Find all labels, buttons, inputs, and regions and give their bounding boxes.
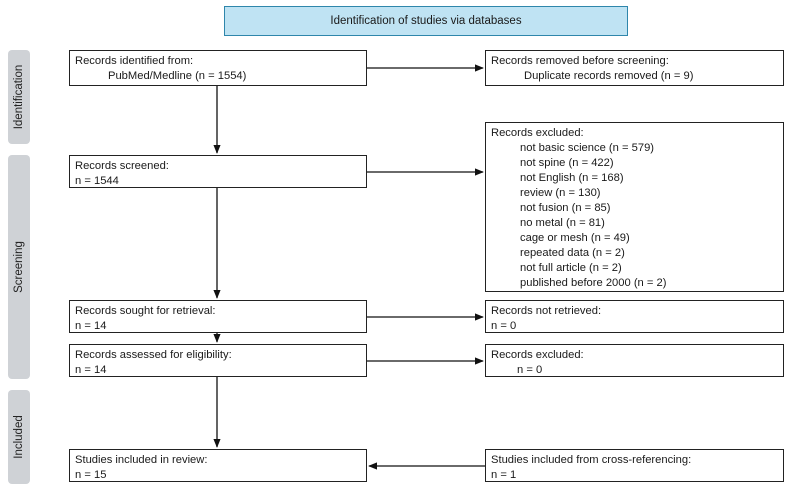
records-removed-duplicates: Duplicate records removed (n = 9) [524, 70, 694, 82]
records-screened-count: n = 1544 [75, 175, 119, 187]
records-not-retrieved-title: Records not retrieved: [491, 305, 602, 317]
phase-screening: Screening [8, 155, 30, 379]
exclusion-reason: review (n = 130) [520, 187, 601, 199]
records-excluded-eligibility-count: n = 0 [517, 364, 543, 376]
records-identified-title: Records identified from: [75, 55, 194, 67]
records-removed-title: Records removed before screening: [491, 55, 669, 67]
records-sought-title: Records sought for retrieval: [75, 305, 216, 317]
exclusion-reason: not fusion (n = 85) [520, 202, 611, 214]
records-excluded-eligibility-box: Records excluded: n = 0 [485, 344, 784, 377]
exclusion-reasons-list: not basic science (n = 579) not spine (n… [491, 141, 778, 291]
records-excluded-eligibility-title: Records excluded: [491, 349, 584, 361]
records-screened-box: Records screened: n = 1544 [69, 155, 367, 188]
records-excluded-screening-title: Records excluded: [491, 127, 584, 139]
cross-referencing-box: Studies included from cross-referencing:… [485, 449, 784, 482]
exclusion-reason: not spine (n = 422) [520, 157, 614, 169]
exclusion-reason: not full article (n = 2) [520, 262, 622, 274]
records-assessed-box: Records assessed for eligibility: n = 14 [69, 344, 367, 377]
records-not-retrieved-count: n = 0 [491, 320, 517, 332]
records-assessed-count: n = 14 [75, 364, 107, 376]
records-assessed-title: Records assessed for eligibility: [75, 349, 232, 361]
records-identified-box: Records identified from: PubMed/Medline … [69, 50, 367, 86]
records-identified-source: PubMed/Medline (n = 1554) [108, 70, 247, 82]
exclusion-reason: not basic science (n = 579) [520, 142, 655, 154]
exclusion-reason: no metal (n = 81) [520, 217, 605, 229]
cross-referencing-count: n = 1 [491, 469, 517, 481]
exclusion-reason: published before 2000 (n = 2) [520, 277, 667, 289]
records-sought-box: Records sought for retrieval: n = 14 [69, 300, 367, 333]
header-title: Identification of studies via databases [330, 15, 522, 27]
studies-included-count: n = 15 [75, 469, 107, 481]
records-excluded-screening-box: Records excluded: not basic science (n =… [485, 122, 784, 292]
cross-referencing-title: Studies included from cross-referencing: [491, 454, 692, 466]
exclusion-reason: cage or mesh (n = 49) [520, 232, 630, 244]
studies-included-box: Studies included in review: n = 15 [69, 449, 367, 482]
phase-included: Included [8, 390, 30, 484]
exclusion-reason: repeated data (n = 2) [520, 247, 625, 259]
records-screened-title: Records screened: [75, 160, 169, 172]
records-sought-count: n = 14 [75, 320, 107, 332]
header-banner: Identification of studies via databases [224, 6, 628, 36]
phase-identification: Identification [8, 50, 30, 144]
records-not-retrieved-box: Records not retrieved: n = 0 [485, 300, 784, 333]
studies-included-title: Studies included in review: [75, 454, 208, 466]
records-removed-box: Records removed before screening: Duplic… [485, 50, 784, 86]
exclusion-reason: not English (n = 168) [520, 172, 624, 184]
